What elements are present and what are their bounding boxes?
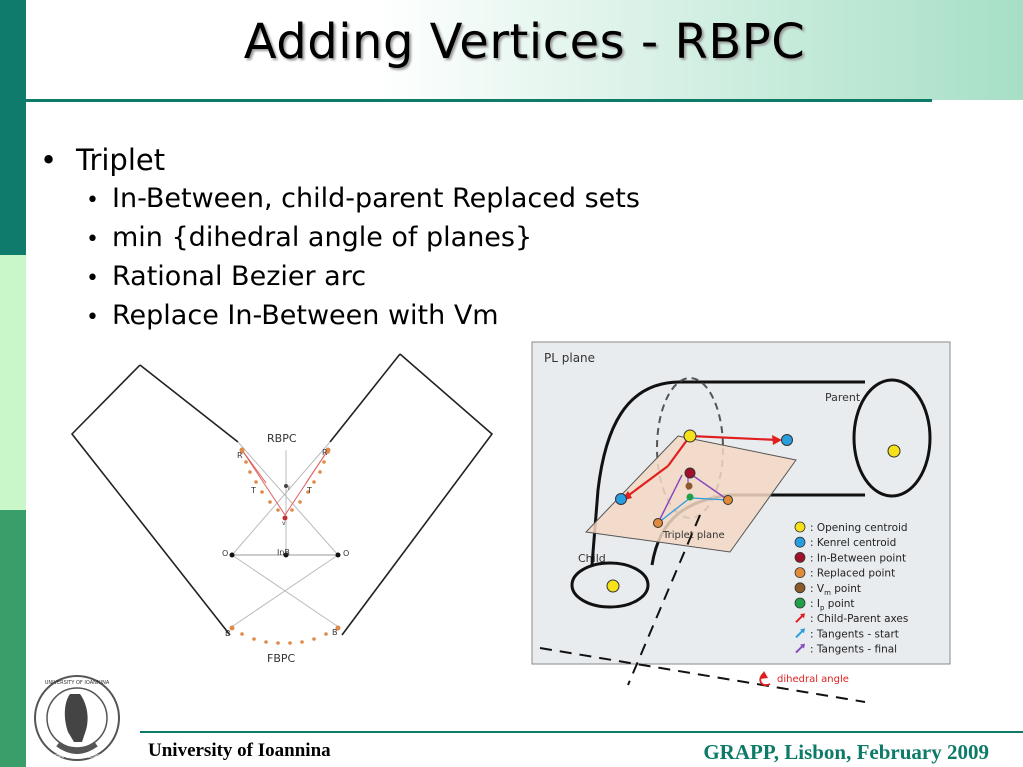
bullet-text: Replace In-Between with Vm: [112, 300, 499, 331]
legend-marker: [794, 567, 806, 579]
legend-item: : Opening centroid: [794, 521, 908, 534]
legend-marker: [794, 551, 806, 563]
ip-label: I: [288, 485, 290, 492]
right-boundary: [341, 353, 494, 636]
b-left-label: B: [225, 629, 231, 638]
legend-item: : Replaced point: [794, 567, 895, 580]
title-rule: [26, 99, 932, 102]
vm-label: v: [282, 520, 286, 527]
legend-arrow-icon: [795, 614, 804, 623]
legend-arrow-icon: [795, 644, 804, 654]
bullet-dot: •: [86, 227, 99, 252]
bullet-dot: •: [86, 266, 99, 291]
dihedral-angle-label: dihedral angle: [777, 674, 849, 685]
legend-marker: [794, 521, 806, 533]
legend-label: : Kenrel centroid: [810, 537, 896, 549]
bullet-item: • Triplet: [40, 143, 165, 177]
owl-icon: [64, 694, 88, 742]
logo-ring-text: UNIVERSITY OF IOANNINA: [45, 680, 110, 686]
bullet-item: • Rational Bezier arc: [86, 261, 366, 292]
r-p-label: R: [322, 448, 328, 457]
t-c-label: T: [250, 486, 256, 495]
b-right-label: B: [332, 628, 338, 637]
legend-label: : Tangents - final: [810, 644, 897, 656]
title-band: [26, 0, 1023, 100]
footer-rule: [140, 731, 1023, 733]
logo-lower-text: COMPUTER SCIENCE: [51, 754, 102, 760]
triplet-plane-label: Triplet plane: [662, 530, 725, 541]
o-i-label: O: [222, 549, 228, 558]
legend-label: : Ip point: [810, 598, 855, 612]
bullet-dot: •: [86, 188, 99, 213]
side-bar-mid: [0, 510, 26, 767]
legend-item: : Tangents - final: [795, 643, 897, 656]
bullet-text: In-Between, child-parent Replaced sets: [112, 183, 640, 214]
slide-title: Adding Vertices - RBPC: [243, 14, 806, 70]
bullet-text: Triplet: [76, 143, 166, 177]
side-bar-light: [0, 255, 26, 510]
inb-label: InB: [277, 548, 290, 557]
legend: : Opening centroid : Kenrel centroid : In-…: [794, 521, 908, 656]
university-logo: UNIVERSITY OF IOANNINA COMPUTER SCIENCE: [34, 675, 120, 761]
r-c-label: R: [237, 451, 243, 460]
legend-label: : Vm point: [810, 583, 861, 597]
child-opening: [570, 561, 650, 609]
legend-item: : Child-Parent axes: [795, 613, 908, 625]
legend-item: : Kenrel centroid: [794, 536, 896, 549]
footer-conference: GRAPP, Lisbon, February 2009: [703, 740, 989, 764]
bullet-item: • min {dihedral angle of planes}: [86, 222, 532, 253]
legend-item: : In-Between point: [794, 551, 906, 564]
rbpc-label: RBPC: [267, 432, 297, 445]
footer-university: University of Ioannina: [148, 740, 331, 761]
legend-label: : Tangents - start: [810, 628, 899, 640]
legend-label: : In-Between point: [810, 552, 906, 564]
legend-label: : Replaced point: [810, 568, 895, 580]
legend-marker: [794, 597, 806, 609]
pl-plane-label: PL plane: [544, 351, 595, 365]
legend-marker: [794, 582, 806, 594]
legend-arrow-icon: [795, 629, 804, 639]
bullet-item: • Replace In-Between with Vm: [86, 300, 499, 331]
parent-opening: [852, 378, 932, 498]
bullet-text: min {dihedral angle of planes}: [112, 222, 533, 253]
bullet-item: • In-Between, child-parent Replaced sets: [86, 183, 640, 214]
bullet-text: Rational Bezier arc: [112, 261, 367, 292]
bullet-dot: •: [86, 305, 99, 330]
t-p-label: T: [306, 486, 312, 495]
side-bar-dark-top: [0, 0, 26, 255]
fbpc-label: FBPC: [267, 652, 296, 665]
legend-label: : Child-Parent axes: [810, 613, 908, 625]
left-boundary: [70, 364, 231, 636]
legend-item: : Tangents - start: [795, 628, 899, 640]
legend-label: : Opening centroid: [810, 522, 908, 534]
parent-label: Parent: [825, 391, 861, 404]
legend-item: : Vm point: [794, 582, 861, 597]
pl-plane-diagram: PL plane Parent Child Triplet plane dihe…: [531, 341, 951, 703]
bullet-dot: •: [40, 143, 58, 177]
rbpc-diagram: RBPC FBPC R R T T I v O InB O B B: [70, 353, 494, 665]
legend-marker: [794, 536, 806, 548]
o-initial-label: O: [343, 549, 349, 558]
